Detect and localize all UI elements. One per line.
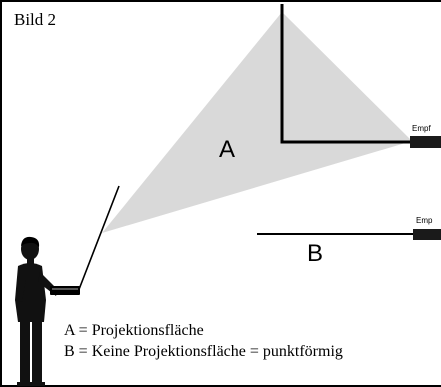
figure-title: Bild 2 [14, 10, 57, 29]
person-figure [15, 236, 80, 386]
wall-line [280, 4, 412, 144]
label-a: A [219, 136, 236, 163]
receiver-top-label: Empf [412, 124, 431, 133]
receiver-bottom-label: Emp [416, 216, 433, 225]
legend-item-b: B = Keine Projektionsfläche = punktförmi… [64, 343, 343, 360]
receiver-top [410, 136, 441, 148]
legend-item-a: A = Projektionsfläche [64, 322, 204, 339]
legend: A = Projektionsfläche B = Keine Projekti… [64, 320, 343, 362]
pointer-stick [77, 185, 120, 293]
projection-area-a [102, 12, 412, 233]
label-b: B [307, 240, 324, 267]
receiver-bottom [413, 229, 441, 240]
